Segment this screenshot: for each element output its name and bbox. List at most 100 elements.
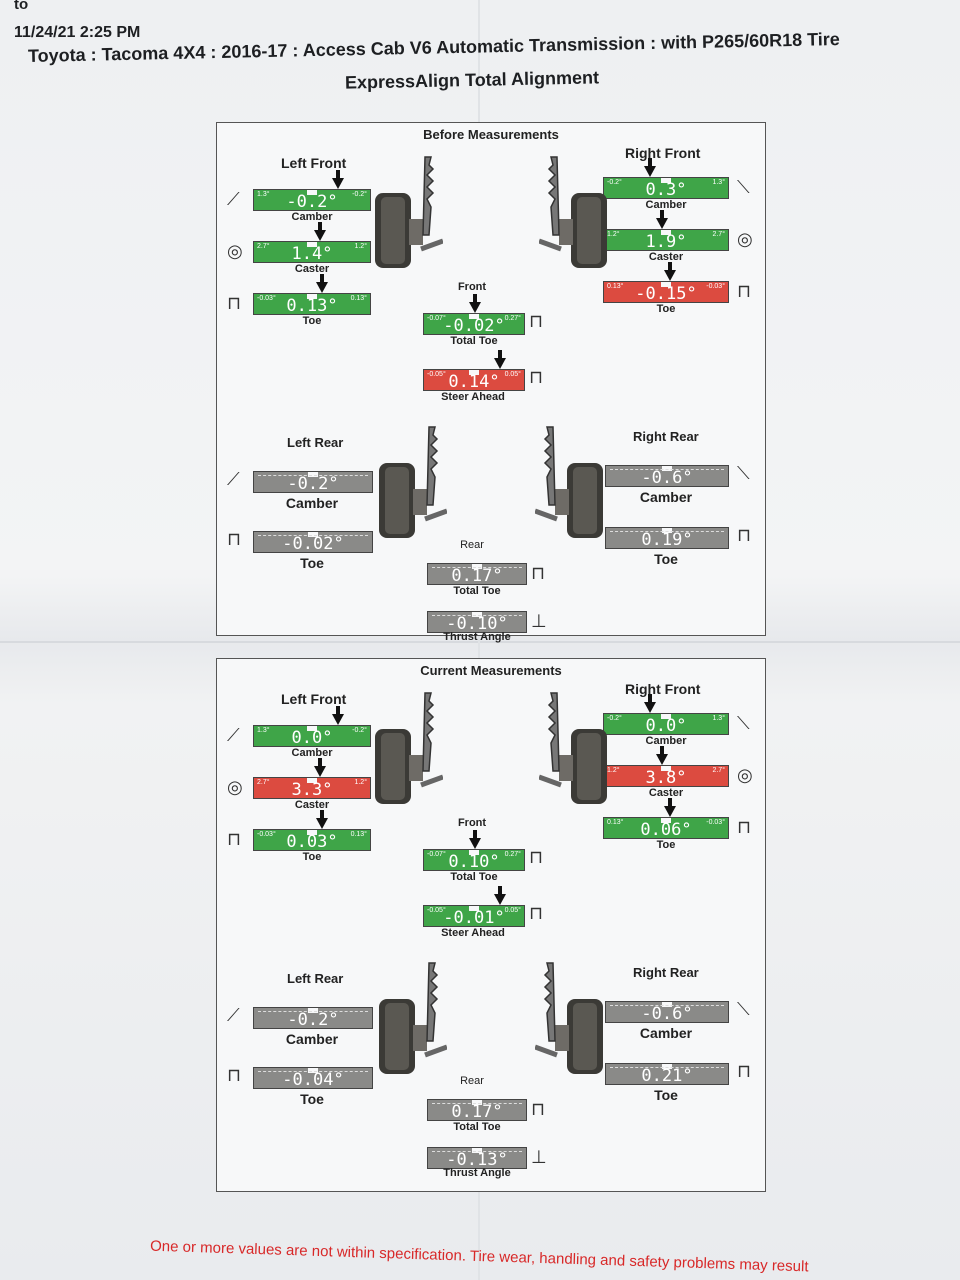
right-rear-camber-label: Camber (639, 489, 693, 505)
gauge-value: 0.10° (448, 852, 500, 872)
gauge-value: 0.17° (451, 1102, 503, 1122)
gauge-pointer-icon (494, 886, 506, 905)
gauge-value: -0.10° (446, 614, 508, 634)
current-left_front-camber-gauge: 1.3°-0.2°0.0° (253, 706, 371, 748)
caster-icon: ◎ (227, 777, 243, 797)
gauge-max: 1.2° (354, 779, 367, 786)
toe-icon: ⊓ (737, 817, 752, 837)
right-front-caster-label: Caster (648, 787, 684, 799)
gauge-center-notch (308, 1068, 318, 1073)
paper-fold (0, 641, 960, 643)
current-right_rear-camber-gauge: -0.6° (605, 1001, 729, 1024)
toe-icon: ⊓ (227, 1065, 242, 1085)
rear-label: Rear (460, 1075, 484, 1087)
gauge-min: 1.2° (607, 767, 620, 774)
gauge-value: -0.6° (641, 1004, 693, 1024)
toe-icon: ⊓ (227, 829, 242, 849)
gauge-max: 0.27° (504, 851, 521, 858)
gauge-center-notch (661, 766, 671, 771)
toe-icon: ⊓ (531, 1099, 546, 1119)
gauge-pointer-icon (332, 706, 344, 725)
camber-icon: ⟍ (737, 463, 750, 483)
steer-ahead-label: Steer Ahead (441, 391, 505, 403)
gauge-scale (258, 535, 368, 536)
gauge-min: -0.03° (257, 295, 276, 302)
caster-icon: ◎ (737, 765, 753, 785)
gauge-min: -0.05° (427, 371, 446, 378)
gauge-pointer-icon (316, 810, 328, 829)
current-left_rear-camber-gauge: -0.2° (253, 1007, 373, 1030)
gauge-max: 0.27° (504, 315, 521, 322)
current-total_toe-gauge: -0.07° 0.27° 0.10° (423, 830, 525, 872)
gauge-max: 0.05° (504, 371, 521, 378)
gauge-max: 2.7° (712, 767, 725, 774)
camber-icon: ⟋ (227, 469, 240, 489)
left-front-wheel-drawing (375, 692, 443, 804)
toe-icon: ⊓ (529, 847, 544, 867)
before-total_toe-gauge: -0.07°0.27°-0.02° (423, 294, 525, 336)
service-title: ExpressAlign Total Alignment (344, 67, 600, 93)
total-toe-label: Total Toe (450, 335, 498, 347)
right-rear-toe-label: Toe (654, 551, 678, 567)
gauge-scale (258, 475, 368, 476)
right-front-wheel-drawing (539, 692, 607, 804)
thrust-angle-label: Thrust Angle (443, 631, 511, 643)
gauge-center-notch (469, 906, 479, 911)
toe-icon: ⊓ (531, 563, 546, 583)
gauge-max: 1.3° (712, 715, 725, 722)
gauge-pointer-icon (644, 158, 656, 177)
gauge-min: -0.2° (607, 715, 622, 722)
gauge-value: -0.13° (446, 1150, 508, 1170)
current-title: Current Measurements (420, 663, 562, 678)
current-steer_ahead-gauge: -0.05°0.05°-0.01° (423, 886, 525, 928)
gauge-max: 0.13° (350, 831, 367, 838)
toe-icon: ⊓ (529, 311, 544, 331)
thrust-icon: ⊥ (531, 611, 547, 631)
before-rear_total_toe-gauge: 0.17° (427, 563, 527, 586)
steer-ahead-label: Steer Ahead (441, 927, 505, 939)
left-rear-camber-label: Camber (285, 495, 339, 511)
gauge-scale (258, 1071, 368, 1072)
right-front-camber-label: Camber (645, 735, 687, 747)
before-left_front-camber-gauge: 1.3°-0.2°-0.2° (253, 170, 371, 212)
gauge-value: -0.02° (282, 534, 344, 554)
gauge-scale (258, 1011, 368, 1012)
gauge-min: -0.2° (607, 179, 622, 186)
gauge-min: 1.2° (607, 231, 620, 238)
gauge-center-notch (661, 714, 671, 719)
left-front-toe-label: Toe (302, 315, 322, 327)
gauge-max: -0.03° (706, 283, 725, 290)
right-rear-wheel-drawing (535, 962, 603, 1074)
gauge-max: 1.2° (354, 243, 367, 250)
left-front-caster-label: Caster (294, 263, 330, 275)
gauge-value: -0.2° (286, 192, 338, 212)
before-thrust_angle-gauge: -0.10° (427, 611, 527, 634)
gauge-center-notch (469, 370, 479, 375)
left-rear-label: Left Rear (287, 435, 344, 450)
front-label: Front (457, 817, 487, 829)
right-front-toe-label: Toe (656, 303, 676, 315)
gauge-value: -0.01° (443, 908, 505, 928)
current-left_front-caster-gauge: 2.7°1.2°3.3° (253, 758, 371, 800)
right-front-caster-label: Caster (648, 251, 684, 263)
gauge-center-notch (308, 532, 318, 537)
gauge-value: 1.9° (645, 232, 687, 252)
toe-icon: ⊓ (737, 525, 752, 545)
gauge-value: 0.0° (645, 716, 687, 736)
gauge-min: 0.13° (607, 819, 624, 826)
gauge-min: -0.07° (427, 851, 446, 858)
gauge-value: 0.14° (448, 372, 500, 392)
right-front-wheel-drawing (539, 156, 607, 268)
gauge-scale (610, 1005, 724, 1006)
current-right_front-caster-gauge: 1.2°2.7°3.8° (603, 746, 729, 788)
gauge-pointer-icon (494, 350, 506, 369)
gauge-center-notch (307, 242, 317, 247)
toe-icon: ⊓ (227, 529, 242, 549)
gauge-min: -0.07° (427, 315, 446, 322)
toe-icon: ⊓ (737, 281, 752, 301)
gauge-center-notch (469, 850, 479, 855)
gauge-scale (432, 567, 522, 568)
before-left_front-toe-gauge: -0.03°0.13°0.13° (253, 274, 371, 316)
gauge-pointer-icon (656, 746, 668, 765)
